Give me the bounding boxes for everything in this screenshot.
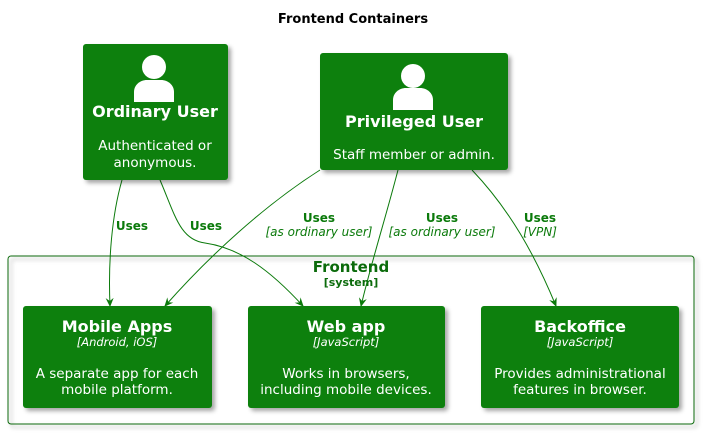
container-description-line: mobile platform. bbox=[61, 382, 173, 398]
person-description-line: Staff member or admin. bbox=[333, 147, 495, 163]
container-name: Backoffice bbox=[534, 317, 626, 336]
edge-label-privileged-backoffice: Uses bbox=[524, 211, 556, 225]
person-description-line: Authenticated or bbox=[98, 138, 212, 154]
container-backoffice: Backoffice [JavaScript] Provides adminis… bbox=[481, 306, 679, 408]
container-description-line: Provides administrational bbox=[494, 366, 665, 382]
person-name: Ordinary User bbox=[92, 102, 218, 121]
container-description-line: A separate app for each bbox=[36, 366, 199, 382]
edge-label-ordinary-mobile: Uses bbox=[116, 219, 148, 233]
edge-privileged-backoffice bbox=[471, 169, 557, 307]
person-name: Privileged User bbox=[345, 112, 483, 131]
container-technology: [JavaScript] bbox=[547, 335, 614, 349]
relations bbox=[105, 169, 557, 307]
edge-tech-privileged-mobile: [as ordinary user] bbox=[266, 225, 373, 239]
person-description-line: anonymous. bbox=[114, 155, 197, 171]
boundary-type: [system] bbox=[324, 276, 379, 289]
relation-labels: Uses Uses Uses [as ordinary user] Uses [… bbox=[116, 211, 557, 239]
container-technology: [JavaScript] bbox=[313, 335, 380, 349]
edge-label-privileged-mobile: Uses bbox=[303, 211, 335, 225]
edge-label-privileged-web: Uses bbox=[426, 211, 458, 225]
container-technology: [Android, iOS] bbox=[77, 335, 158, 349]
boundary-name: Frontend bbox=[313, 258, 389, 276]
edge-ordinary-mobile bbox=[105, 179, 123, 307]
edge-ordinary-web bbox=[159, 179, 304, 307]
container-web-app: Web app [JavaScript] Works in browsers, … bbox=[248, 306, 445, 408]
person-icon bbox=[393, 64, 433, 110]
system-boundary: Frontend [system] bbox=[7, 255, 695, 425]
edge-label-ordinary-web: Uses bbox=[190, 219, 222, 233]
diagram-title: Frontend Containers bbox=[278, 12, 428, 27]
edge-tech-privileged-backoffice: [VPN] bbox=[523, 225, 557, 239]
container-name: Web app bbox=[307, 317, 386, 336]
container-description-line: Works in browsers, bbox=[282, 366, 409, 382]
person-ordinary-user: Ordinary User Authenticated or anonymous… bbox=[83, 44, 228, 180]
container-description-line: including mobile devices. bbox=[260, 382, 432, 398]
edge-privileged-mobile bbox=[164, 169, 321, 307]
container-description-line: features in browser. bbox=[513, 382, 647, 398]
edge-tech-privileged-web: [as ordinary user] bbox=[389, 225, 496, 239]
container-name: Mobile Apps bbox=[62, 317, 173, 336]
container-mobile-apps: Mobile Apps [Android, iOS] A separate ap… bbox=[23, 306, 212, 408]
edge-privileged-web bbox=[358, 169, 399, 307]
person-privileged-user: Privileged User Staff member or admin. bbox=[320, 53, 508, 170]
person-icon bbox=[134, 55, 174, 102]
